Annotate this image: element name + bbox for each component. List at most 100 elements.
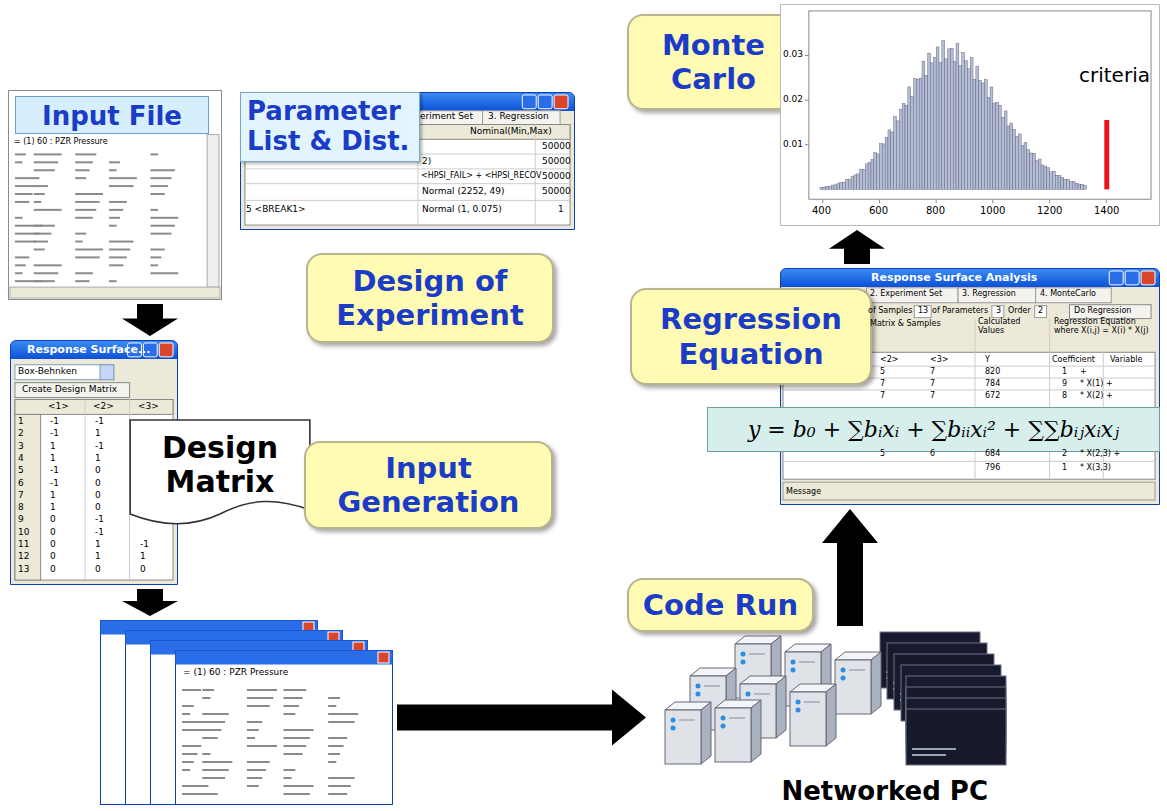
screen-text: 1: [50, 491, 56, 501]
screen-text: -1: [95, 442, 104, 452]
screen-text: -1: [50, 417, 59, 427]
histogram-chart: [781, 5, 1159, 225]
screen-text: Box-Behnken: [18, 367, 77, 377]
step-label: Input Generation: [316, 451, 541, 519]
formula-box: y = b₀ + ∑bᵢxᵢ + ∑bᵢᵢxᵢ² + ∑∑bᵢⱼxᵢxⱼ: [707, 407, 1160, 452]
flow-arrow: [122, 589, 178, 616]
input-file-window: Input File: [8, 90, 222, 300]
flow-arrow: [822, 509, 878, 626]
criteria-label: criteria: [1079, 63, 1150, 87]
screen-text: 1: [50, 454, 56, 464]
axis-tick-label: 1200: [1037, 205, 1062, 216]
screen-text: 13: [18, 565, 29, 575]
screen-text: 50000: [542, 187, 571, 197]
screen-text: 6: [18, 479, 24, 489]
screen-text: * X(2,3) +: [1080, 450, 1120, 459]
step-label: Regression Equation: [642, 302, 860, 370]
screen-text: 5 <BREAK1>: [246, 205, 306, 215]
callout-label: Design Matrix: [138, 431, 302, 500]
screen-text: eriment Set: [420, 112, 473, 122]
screen-text: 3: [18, 442, 24, 452]
axis-tick-label: 1000: [980, 205, 1005, 216]
screen-text: <1>: [48, 402, 69, 412]
screen-text: Coefficient: [1052, 356, 1095, 365]
screen-text: 3. Regression: [962, 290, 1016, 299]
screen-text: Normal (1, 0.075): [422, 205, 502, 215]
screen-text: 50000: [542, 172, 571, 182]
step-callout: Monte Carlo: [627, 14, 800, 110]
axis-tick-label: 400: [812, 205, 831, 216]
screen-text: * X(1) +: [1080, 380, 1113, 389]
screen-text: <3>: [138, 402, 159, 412]
screen-text: 2. Experiment Set: [870, 290, 942, 299]
screen-text: 0: [95, 491, 101, 501]
screen-text: * X(2) +: [1080, 392, 1113, 401]
screen-text: 784: [985, 380, 1000, 389]
window-title: Response Surface Analysis: [871, 271, 1037, 284]
screen-text: Calculated Values: [978, 318, 1046, 336]
screen-text: 11: [18, 540, 29, 550]
screen-text: 8: [18, 503, 24, 513]
generated-input-files: [100, 620, 393, 805]
screen-text: 4: [18, 454, 24, 464]
screen-text: 10: [18, 528, 29, 538]
screen-text: -1: [50, 466, 59, 476]
screen-text: 672: [985, 392, 1000, 401]
screen-text: Order: [1008, 307, 1031, 316]
screen-text: 0: [95, 466, 101, 476]
screen-text: 3. Regression: [488, 112, 549, 122]
screen-text: 0: [95, 503, 101, 513]
screen-text: Matrix & Samples: [870, 320, 941, 329]
screen-text: 4. MonteCarlo: [1040, 290, 1096, 299]
screen-text: 0: [95, 479, 101, 489]
screen-text: -1: [50, 479, 59, 489]
screen-text: Regression Equation where X(i,j) = X(i) …: [1054, 318, 1154, 336]
screen-text: Y: [985, 356, 990, 365]
window-title: Response Surface...: [27, 343, 150, 356]
screen-text: Do Regression: [1074, 307, 1131, 316]
screen-text: 7: [880, 392, 885, 401]
screen-text: 8: [1062, 392, 1067, 401]
step-callout: Regression Equation: [630, 288, 872, 385]
screen-text: 5: [880, 368, 885, 377]
screen-text: 7: [930, 392, 935, 401]
screen-text: Variable: [1110, 356, 1142, 365]
screen-text: -1: [50, 429, 59, 439]
axis-tick-label: 600: [869, 205, 888, 216]
document-callout: Design Matrix: [128, 418, 312, 528]
screen-text: 1: [95, 552, 101, 562]
screen-text: 820: [985, 368, 1000, 377]
screen-text: 0: [50, 565, 56, 575]
screen-text: 1: [95, 540, 101, 550]
screen-text: 1: [1062, 464, 1067, 473]
screen-text: Normal (2252, 49): [422, 187, 505, 197]
step-label: Design of Experiment: [318, 264, 542, 332]
screen-text: 0: [50, 528, 56, 538]
screen-text: 5: [880, 450, 885, 459]
screen-text: Create Design Matrix: [22, 385, 117, 395]
screen-text: 13: [918, 307, 928, 316]
screen-text: 3: [996, 307, 1001, 316]
screen-text: 1: [95, 454, 101, 464]
screen-text: <3>: [930, 356, 949, 365]
screen-text: 1: [558, 205, 564, 215]
screen-text: 0: [50, 515, 56, 525]
cluster-label: Networked PC: [781, 776, 988, 806]
screen-text: 7: [930, 368, 935, 377]
step-callout: Input Generation: [304, 441, 553, 529]
screen-text: 9: [18, 515, 24, 525]
screen-text: 1: [95, 429, 101, 439]
input-file-stack: = (1) 60 : PZR Pressure: [100, 620, 393, 805]
screen-text: 1: [18, 417, 24, 427]
screen-text: 2: [18, 429, 24, 439]
screen-text: <2>: [880, 356, 899, 365]
file-text: = (1) 60 : PZR Pressure: [183, 667, 288, 677]
screen-text: 7: [930, 380, 935, 389]
flow-arrow: [397, 690, 646, 746]
screen-text: of Parameters: [932, 307, 988, 316]
screen-text: 0: [95, 565, 101, 575]
screen-text: 2: [1038, 307, 1043, 316]
screen-text: 796: [985, 464, 1000, 473]
screen-text: <2>: [93, 402, 114, 412]
screen-text: 0: [50, 552, 56, 562]
